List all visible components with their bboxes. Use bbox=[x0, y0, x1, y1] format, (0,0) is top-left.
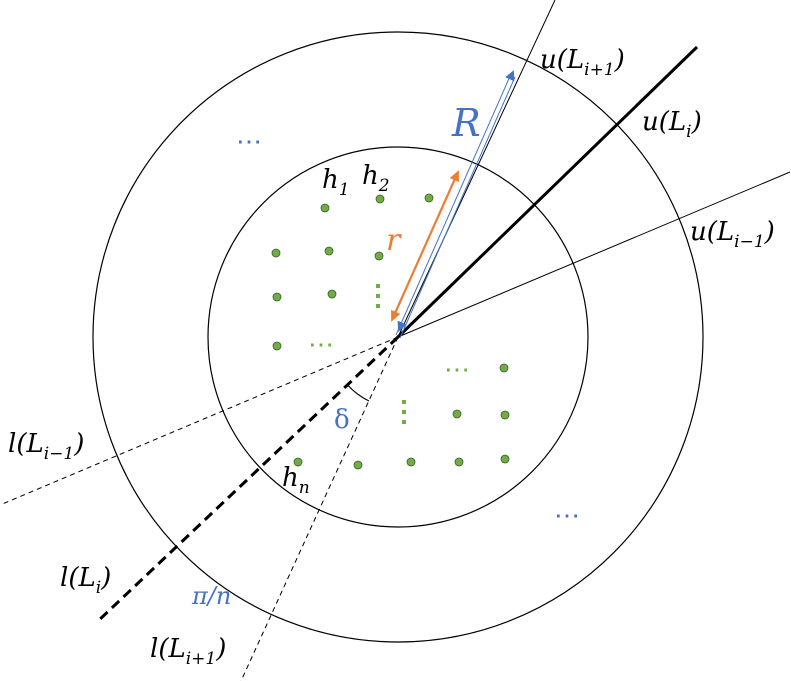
outer-circle bbox=[92, 31, 704, 643]
ray-l-next bbox=[240, 336, 399, 681]
point-10 bbox=[499, 363, 509, 373]
label-delta: δ bbox=[334, 405, 350, 435]
ellipsis-outer-top: ⋯ bbox=[236, 127, 262, 157]
point-16 bbox=[454, 457, 464, 467]
ellipsis-green-vertical-bottom bbox=[402, 400, 406, 424]
label-u-cur: u(Li) bbox=[642, 107, 702, 142]
label-l-next: l(Li+1) bbox=[150, 634, 226, 669]
point-7 bbox=[272, 292, 282, 302]
ray-l-cur bbox=[95, 335, 400, 624]
ray-l-prev bbox=[0, 336, 399, 506]
label-u-prev: u(Li−1) bbox=[690, 217, 775, 252]
label-h1: h1 bbox=[322, 165, 350, 200]
point-6 bbox=[374, 251, 384, 261]
label-u-next: u(Li+1) bbox=[540, 45, 625, 80]
ellipsis-green-right: ⋯ bbox=[444, 355, 470, 385]
ellipsis-outer-bottom: ⋯ bbox=[554, 501, 580, 531]
point-17 bbox=[500, 454, 510, 464]
point-8 bbox=[327, 289, 337, 299]
point-1 bbox=[320, 203, 330, 213]
point-14 bbox=[353, 460, 363, 470]
point-5 bbox=[324, 246, 334, 256]
points-group bbox=[271, 193, 510, 470]
label-hn: hn bbox=[282, 463, 310, 498]
point-4 bbox=[271, 248, 281, 258]
label-l-cur: l(Li) bbox=[60, 563, 111, 598]
point-11 bbox=[452, 409, 462, 419]
ellipsis-green-vertical-top bbox=[376, 284, 380, 308]
point-13 bbox=[293, 457, 303, 467]
r-arrow bbox=[390, 170, 460, 322]
point-2 bbox=[375, 194, 385, 204]
ray-u-cur bbox=[396, 45, 699, 339]
label-l-prev: l(Li−1) bbox=[8, 429, 84, 464]
point-3 bbox=[424, 193, 434, 203]
label-pi-over-n: π/n bbox=[191, 582, 231, 610]
label-h2: h2 bbox=[362, 161, 390, 196]
ellipsis-green-left: ⋯ bbox=[308, 330, 334, 360]
point-15 bbox=[406, 457, 416, 467]
point-9 bbox=[272, 341, 282, 351]
label-R: R bbox=[451, 101, 481, 145]
delta-angle-arc bbox=[347, 384, 370, 402]
label-r: r bbox=[386, 223, 402, 258]
ray-u-next bbox=[397, 0, 556, 338]
point-12 bbox=[500, 410, 510, 420]
